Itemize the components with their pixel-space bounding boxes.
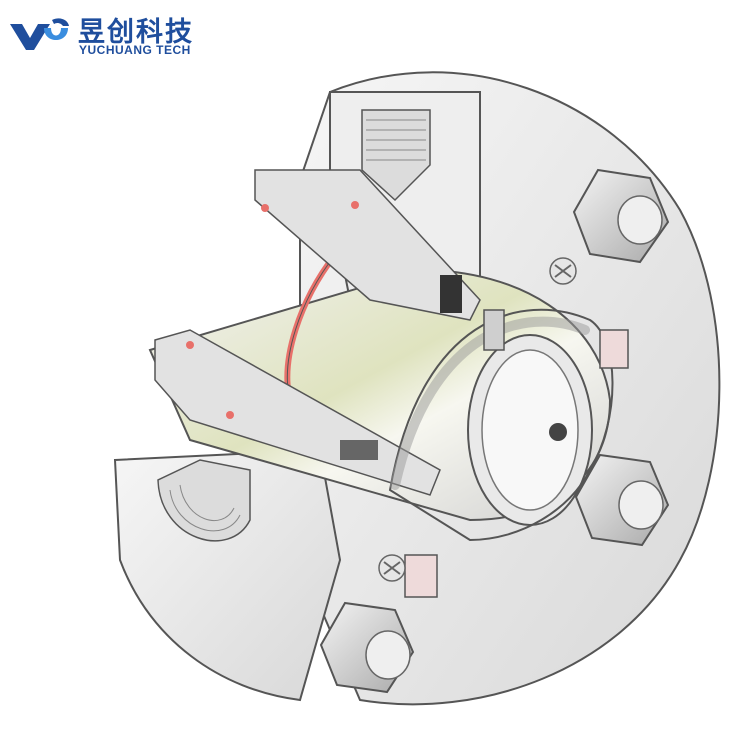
collar-screw <box>483 309 505 351</box>
face-screw-top <box>549 257 577 285</box>
centering-clip-bottom <box>404 554 438 598</box>
setscrew-hole <box>549 423 567 441</box>
centering-clip-top <box>599 329 629 369</box>
brand-logo: 昱创科技 YUCHUANG TECH <box>8 8 208 60</box>
threaded-port-bottom <box>157 459 251 542</box>
brand-english-name: YUCHUANG TECH <box>79 43 191 57</box>
brand-chinese-name: 昱创科技 <box>78 17 194 48</box>
hex-nut-bottom <box>319 601 415 694</box>
threaded-port-top <box>361 109 431 202</box>
hex-nut-top-right <box>572 168 670 264</box>
yuc-logo-icon <box>10 18 69 50</box>
seal-ring-upper <box>254 169 481 321</box>
hex-nut-right <box>574 453 670 547</box>
face-screw-bottom <box>378 554 406 582</box>
